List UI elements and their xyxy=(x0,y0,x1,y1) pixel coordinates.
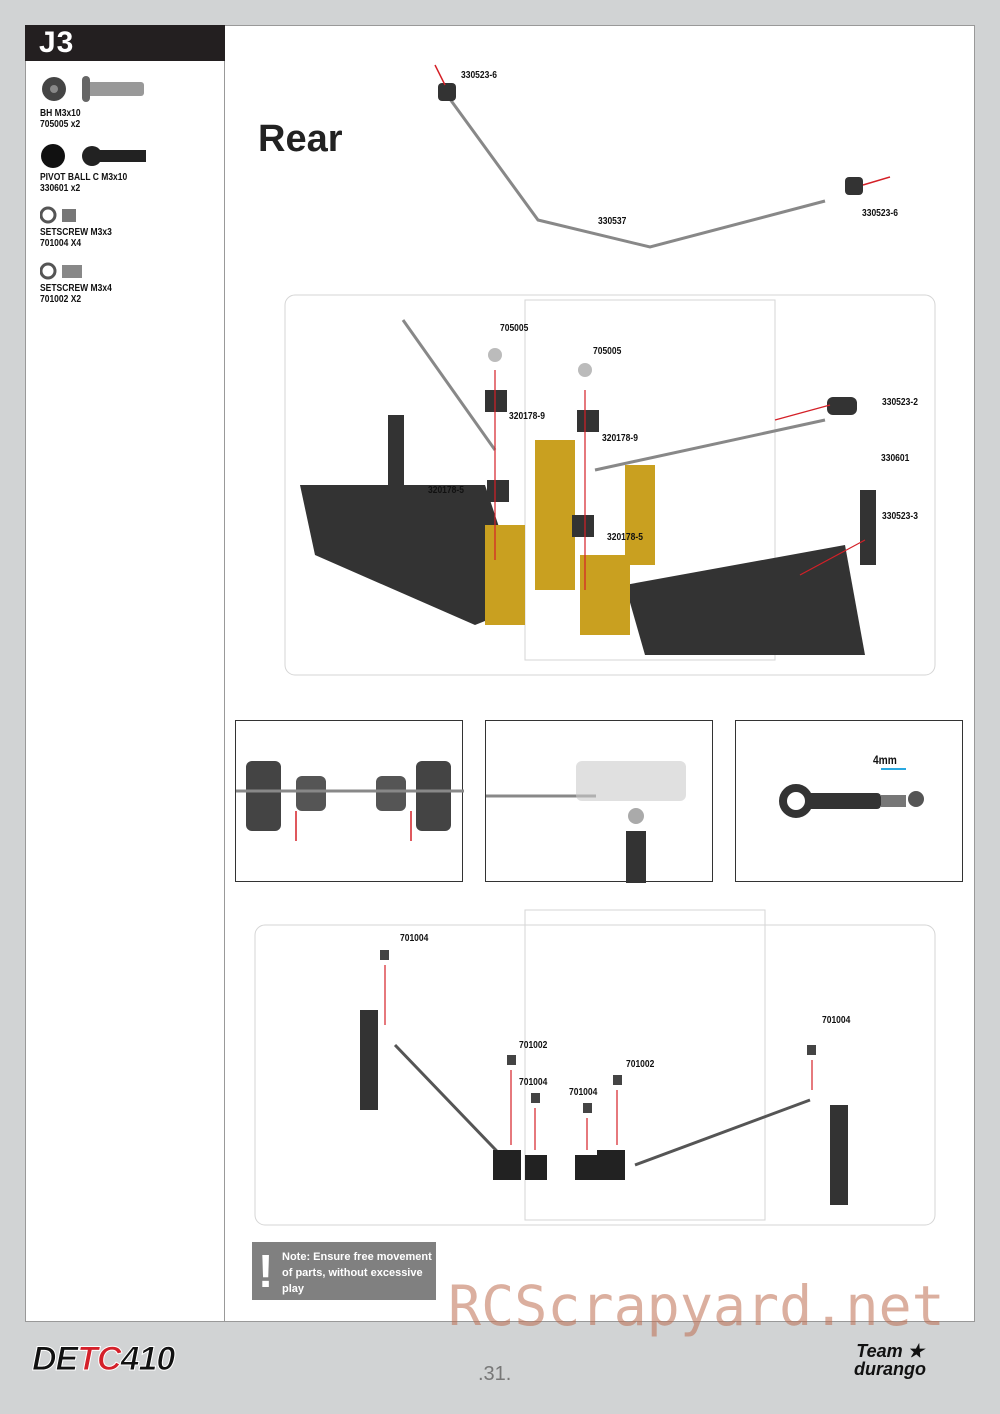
part-label: 705005 xyxy=(593,346,622,357)
part-label: 330601 xyxy=(881,453,910,464)
part-label: 701002 xyxy=(519,1040,548,1051)
setscrew-icon xyxy=(40,206,57,224)
part-label: 701002 xyxy=(626,1059,655,1070)
suspension-arm-right xyxy=(625,545,865,655)
parts-sidebar xyxy=(25,25,225,1322)
team-durango-logo: Team ★durango xyxy=(854,1341,926,1379)
part-label: 320178-5 xyxy=(428,485,464,496)
part-label: 701004 xyxy=(519,1077,548,1088)
section-title: Rear xyxy=(258,118,343,160)
dimension-label: 4mm xyxy=(873,753,897,767)
link xyxy=(360,1010,378,1110)
watermark: RCScrapyard.net xyxy=(448,1274,945,1338)
inset-detail-3: 4mm xyxy=(735,720,963,882)
suspension-arm-left xyxy=(300,485,525,625)
part-label: 705005 xyxy=(500,323,529,334)
part-label: 320178-9 xyxy=(509,411,545,422)
step-label: J3 xyxy=(25,25,225,61)
inset-detail-2 xyxy=(485,720,713,883)
part-label: 330523-6 xyxy=(461,70,497,81)
part-label: 330523-6 xyxy=(862,208,898,219)
part-label: 330523-3 xyxy=(882,511,918,522)
part-label: 701004 xyxy=(400,933,429,944)
part-label: 701004 xyxy=(822,1015,851,1026)
exclamation-icon: ! xyxy=(258,1245,274,1297)
part-label: 701004 xyxy=(569,1087,598,1098)
parts-icons xyxy=(40,76,146,280)
anti-roll-bar xyxy=(445,94,826,249)
inset-detail-1 xyxy=(235,720,464,882)
page-number: .31. xyxy=(478,1363,512,1385)
part-label: 320178-9 xyxy=(602,433,638,444)
page-frame xyxy=(25,25,975,1322)
gold-mount xyxy=(485,525,525,625)
part-label: 330537 xyxy=(598,216,627,227)
note-text: Note: Ensure free movement of parts, wit… xyxy=(282,1251,432,1295)
note-box: !Note: Ensure free movement of parts, wi… xyxy=(252,1242,436,1300)
setscrew-icon xyxy=(40,262,57,280)
ball-end xyxy=(438,83,456,101)
gold-mount xyxy=(625,465,655,565)
detc410-logo: DETC410 xyxy=(31,1340,175,1379)
ball-end xyxy=(845,177,863,195)
gold-mount xyxy=(580,555,630,635)
pivot-ball-icon xyxy=(41,144,65,168)
part-label: 320178-5 xyxy=(607,532,643,543)
assembly-diagrams xyxy=(254,64,936,1226)
gold-mount xyxy=(535,440,575,590)
part-label: 330523-2 xyxy=(882,397,918,408)
link xyxy=(830,1105,848,1205)
